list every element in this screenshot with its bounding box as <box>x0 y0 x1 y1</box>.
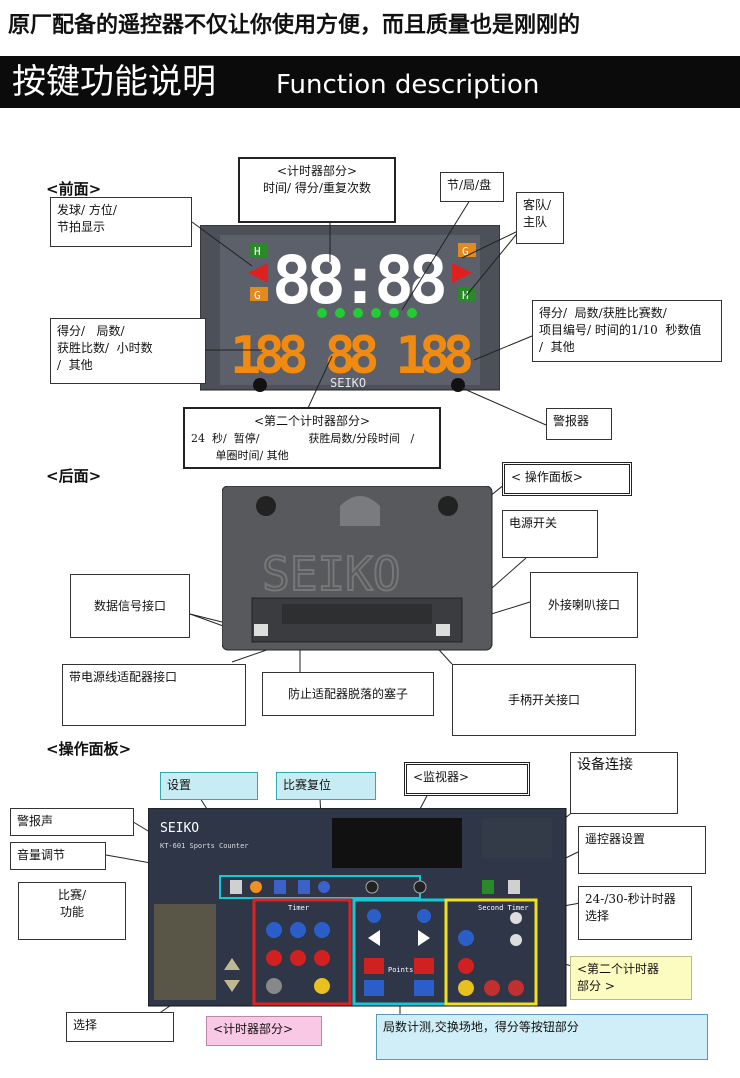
front-second-timer-text: 24 秒/ 暂停/ 获胜局数/分段时间 / 单圈时间/ 其他 <box>191 432 415 462</box>
panel-settings-box: 设置 <box>160 772 258 800</box>
front-right-score-box: 得分/ 局数/获胜比赛数/ 项目编号/ 时间的1/10 秒数值 / 其他 <box>532 300 722 362</box>
front-second-timer-title: <第二个计时器部分> <box>253 414 371 428</box>
panel-alarm-sound-box: 警报声 <box>10 808 134 836</box>
panel-score-box: 局数计测,交换场地，得分等按钮部分 <box>376 1014 708 1060</box>
panel-reset-box: 比赛复位 <box>276 772 376 800</box>
panel-timer-label: Timer <box>288 904 309 912</box>
back-speaker-box: 外接喇叭接口 <box>530 572 638 638</box>
front-g-left: G <box>254 289 261 302</box>
back-plug-box: 防止适配器脱落的塞子 <box>262 672 434 716</box>
banner: 原厂配备的遥控器不仅让你使用方便，而且质量也是刚刚的 <box>8 13 581 38</box>
panel-select-box: 选择 <box>66 1012 174 1042</box>
front-digits-bottom: 188 88 188 <box>230 326 474 386</box>
header-bar: 按键功能说明 Function description <box>0 56 740 108</box>
front-heading: <前面> <box>46 180 102 198</box>
panel-timer-part-box: <计时器部分> <box>206 1016 322 1046</box>
back-power-box: 电源开关 <box>502 510 598 558</box>
panel-device-box: 设备连接 <box>570 752 678 814</box>
front-timer-box-title: <计时器部分> <box>276 164 358 178</box>
front-alarm-box: 警报器 <box>546 408 612 440</box>
front-guest-home-box: 客队/ 主队 <box>516 192 564 244</box>
front-second-timer-box: <第二个计时器部分> 24 秒/ 暂停/ 获胜局数/分段时间 / 单圈时间/ 其… <box>183 407 441 469</box>
panel-points-label: Points <box>388 966 413 974</box>
panel-second-timer-box: <第二个计时器 部分 > <box>570 956 692 1000</box>
front-brand: SEIKO <box>330 376 366 390</box>
front-h-left: H <box>254 245 261 258</box>
panel-console: SEIKO KT-601 Sports Counter Timer Points… <box>148 808 567 1007</box>
back-adapter-box: 带电源线适配器接口 <box>62 664 246 726</box>
panel-second-timer-label: Second Timer <box>478 904 529 912</box>
front-serve-box: 发球/ 方位/ 节拍显示 <box>50 197 192 247</box>
panel-monitor-box: <监视器> <box>404 762 530 796</box>
front-timer-box-text: 时间/ 得分/重复次数 <box>263 181 371 195</box>
panel-sport-box: 比赛/ 功能 <box>18 882 126 940</box>
back-device: SEIKO <box>222 486 493 651</box>
front-left-score-box: 得分/ 局数/ 获胜比数/ 小时数 / 其他 <box>50 318 206 384</box>
back-handle-box: 手柄开关接口 <box>452 664 636 736</box>
header-title-en: Function description <box>276 70 540 100</box>
arrow-left-icon <box>248 263 268 283</box>
panel-model: KT-601 Sports Counter <box>160 842 249 850</box>
front-jie-box: 节/局/盘 <box>440 172 504 202</box>
panel-timer24-box: 24-/30-秒计时器 选择 <box>578 886 692 940</box>
front-display: H G G H 88:88 188 88 188 SEIKO <box>200 225 500 392</box>
panel-heading: <操作面板> <box>46 740 132 758</box>
panel-volume-box: 音量调节 <box>10 842 106 870</box>
panel-remote-box: 遥控器设置 <box>578 826 706 874</box>
front-g-right: G <box>462 245 469 258</box>
back-heading: <后面> <box>46 467 102 485</box>
panel-brand: SEIKO <box>160 821 199 836</box>
front-timer-box: <计时器部分> 时间/ 得分/重复次数 <box>238 157 396 223</box>
header-title-cn: 按键功能说明 <box>12 62 216 102</box>
back-panel-box: < 操作面板> <box>502 462 632 496</box>
front-h-right: H <box>462 289 469 302</box>
back-data-box: 数据信号接口 <box>70 574 190 638</box>
back-brand: SEIKO <box>262 547 400 601</box>
front-digits-top: 88:88 <box>272 242 448 319</box>
